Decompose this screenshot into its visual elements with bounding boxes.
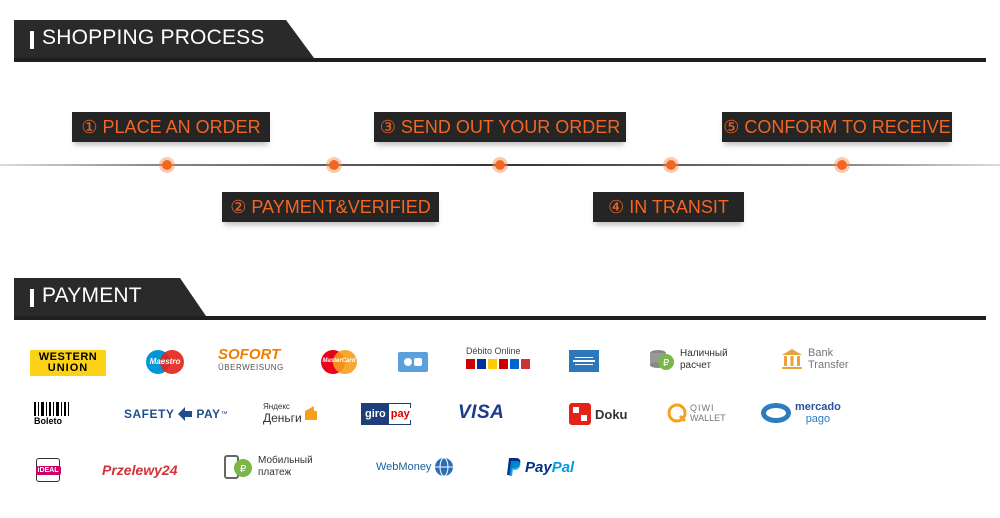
safetypay-arrows-icon <box>178 407 193 421</box>
qiwi-wallet-logo: QIWI WALLET <box>667 400 727 426</box>
timeline-dot-2 <box>326 157 342 173</box>
barcode-icon <box>34 402 69 416</box>
przelewy24-logo: Przelewy24 <box>102 462 178 478</box>
step-place-order: ① PLACE AN ORDER <box>72 112 270 142</box>
timeline-dot-3 <box>492 157 508 173</box>
shopping-process-title: SHOPPING PROCESS <box>42 26 265 49</box>
bank-transfer-logo: Bank Transfer <box>780 345 856 373</box>
timeline-dot-5 <box>834 157 850 173</box>
visa-logo: VISA <box>458 402 505 423</box>
mobilny-platezh-logo: ₽ Мобильный платеж <box>224 454 328 480</box>
giropay-logo: giro pay <box>361 403 412 425</box>
yandex-dengi-logo: Яндекс Деньги <box>263 400 321 426</box>
paypal-logo: Pay Pal <box>506 455 590 479</box>
timeline-dot-1 <box>159 157 175 173</box>
safetypay-logo: SAFETY PAY ™ <box>124 407 228 421</box>
header-divider <box>14 316 986 320</box>
doku-square-icon <box>569 403 591 425</box>
step-payment-verified: ② PAYMENT&VERIFIED <box>222 192 439 222</box>
header-bar-icon <box>30 289 34 307</box>
cash-coins-icon: ₽ <box>650 350 674 370</box>
maestro-logo: Maestro <box>144 349 186 375</box>
payment-tab: PAYMENT <box>14 278 206 316</box>
debito-online-logo: Débito Online <box>466 346 532 374</box>
paypal-p-icon <box>507 458 521 476</box>
payment-title: PAYMENT <box>42 284 142 307</box>
payment-header: PAYMENT <box>14 278 986 322</box>
globe-icon <box>435 457 454 477</box>
sofort-logo: SOFORT ÜBERWEISUNG <box>218 346 284 373</box>
header-bar-icon <box>30 31 34 49</box>
western-union-logo: WESTERN UNION <box>30 350 106 376</box>
timeline-dot-4 <box>663 157 679 173</box>
maestro-circles-icon <box>146 350 184 374</box>
card-icon <box>404 358 422 366</box>
step-in-transit: ④ IN TRANSIT <box>593 192 744 222</box>
ideal-logo: iDEAL <box>35 458 61 482</box>
step-send-out-order: ③ SEND OUT YOUR ORDER <box>374 112 626 142</box>
nalichny-raschet-logo: ₽ Наличный расчет <box>648 347 740 373</box>
header-divider <box>14 58 986 62</box>
svg-text:₽: ₽ <box>663 358 670 369</box>
amex-icon <box>573 357 595 365</box>
bank-logos-icon <box>466 359 530 369</box>
mobile-payment-icon: ₽ <box>224 455 252 479</box>
shopping-process-tab: SHOPPING PROCESS <box>14 20 314 58</box>
step-conform-receive: ⑤ CONFORM TO RECEIVE <box>722 112 952 142</box>
mastercard-circles-icon <box>321 350 357 374</box>
doku-logo: Doku <box>569 402 635 426</box>
mercadopago-logo: mercado pago <box>760 400 846 426</box>
qiwi-icon <box>667 403 687 423</box>
cb-card-logo <box>398 352 428 372</box>
shopping-process-header: SHOPPING PROCESS <box>14 20 986 64</box>
boleto-logo: Boleto <box>34 402 76 428</box>
amex-logo <box>569 350 599 372</box>
handshake-icon <box>761 403 791 423</box>
mastercard-logo: MasterCard <box>320 349 358 375</box>
svg-text:₽: ₽ <box>240 464 247 475</box>
webmoney-logo: WebMoney <box>376 455 464 479</box>
bank-building-icon <box>782 349 802 369</box>
wallet-icon <box>304 406 317 420</box>
